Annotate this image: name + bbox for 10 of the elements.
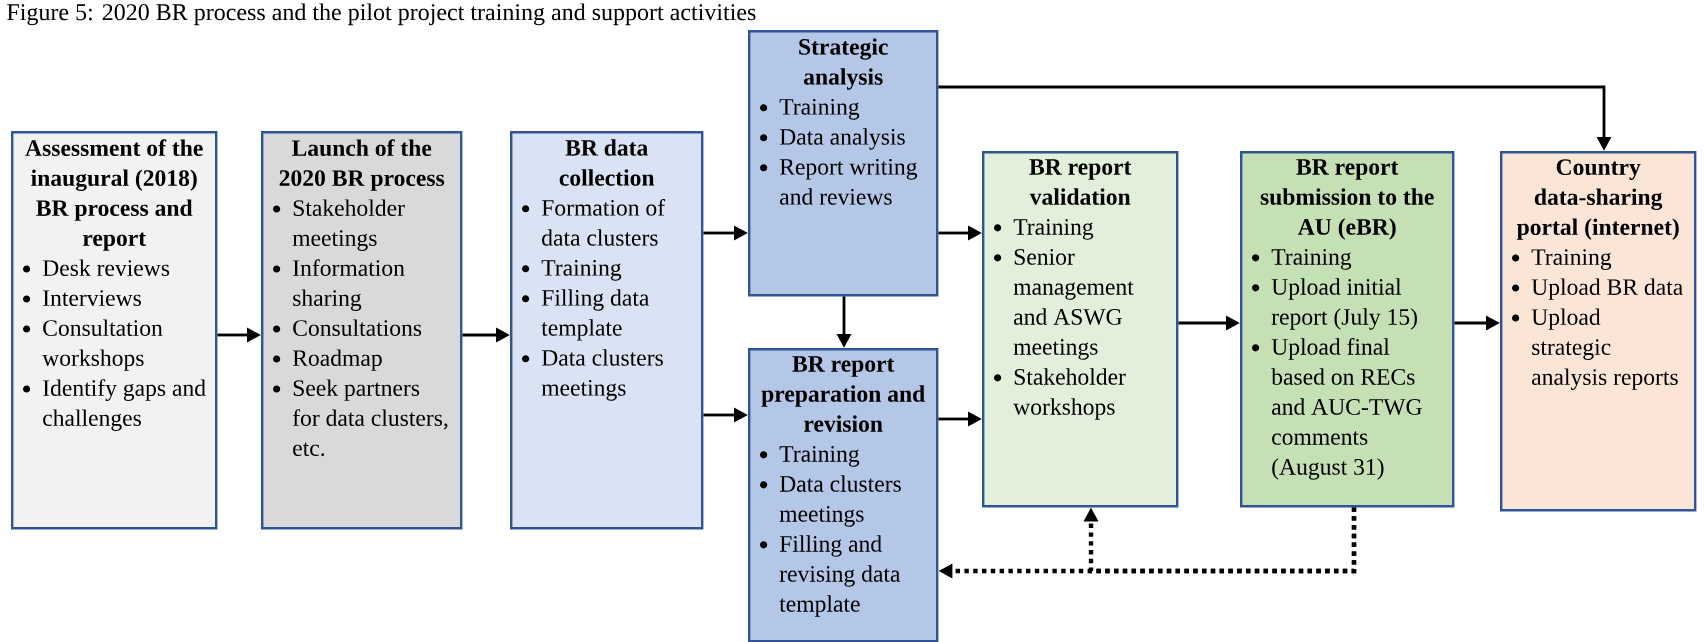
process-box: BR report preparation and revision Training Data clusters meetings Filling and revising data template [748,348,939,642]
figure-title: Figure 5: 2020 BR process and the pilot project training and support activities [7,3,756,26]
process-box: Assessment of the inaugural (2018) BR process and report Desk reviews Interviews Consultation workshops Identify gaps and challenges [11,131,218,530]
process-box: Strategic analysis Training Data analysis Report writing and reviews [748,30,939,297]
process-box: Country data-sharing portal (internet) Training Upload BR data Upload strategic analysis reports [1500,151,1697,512]
arrow [1083,507,1357,574]
process-box: BR report validation Training Senior management and ASWG meetings Stakeholder workshops [982,151,1179,508]
process-box: BR data collection Formation of data clusters Training Filling data template Data clusters meetings [510,131,704,530]
process-box: BR report submission to the AU (eBR) Training Upload initial report (July 15) Upload final based on RECs and AUC-TWG comments (August 31) [1240,151,1455,508]
process-box: Launch of the 2020 BR process Stakeholder meetings Information sharing Consultations Roadmap Seek partners for data clusters, etc. [261,131,463,530]
